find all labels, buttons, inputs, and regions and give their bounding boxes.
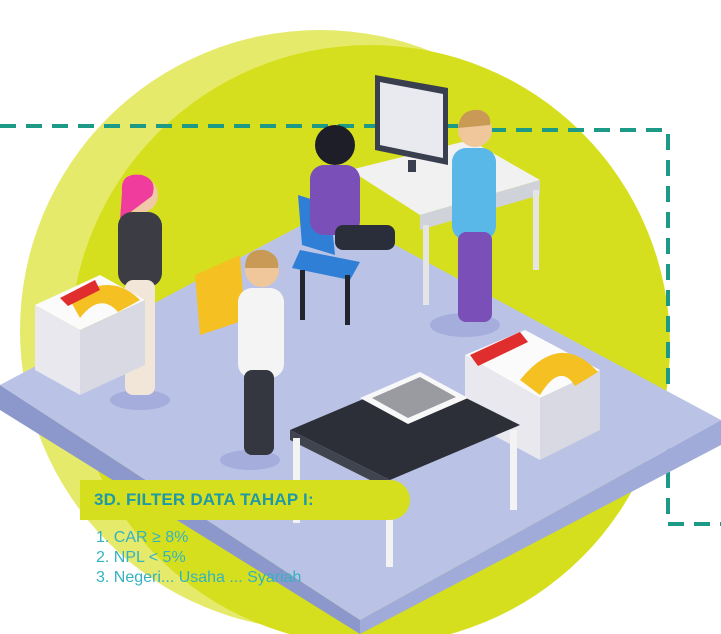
person-right-hair [458,109,491,128]
monitor-stand [408,160,416,172]
paper-stack-left-fold-red [60,280,100,306]
desk-leg [533,190,539,270]
person-left-hair [120,174,154,220]
criteria-item: 2. NPL < 5% [96,549,186,566]
person-center-legs [244,370,274,455]
table-papers-text [372,377,456,418]
paper-stack-right-front [465,355,540,460]
front-table-side [290,430,390,490]
paper-stack-left-front [35,305,80,395]
front-table-top [290,375,520,480]
criteria-item: 1. CAR ≥ 8% [96,529,189,546]
person-right-body [452,148,496,240]
shadow [110,390,170,410]
held-document [195,255,245,335]
paper-stack-left-side [80,300,145,395]
paper-stack-right-side [540,370,600,460]
person-left-body [118,212,162,287]
chair-seat [292,250,360,280]
filter-title: 3D. FILTER DATA TAHAP I: [94,490,314,509]
table-leg [386,487,393,567]
person-center-body [238,288,284,378]
desk-leg [423,225,429,305]
table-leg [510,430,517,510]
paper-stack-right-fold [520,352,598,395]
person-seated-head [315,125,355,165]
platform-side-right [360,420,721,634]
filter-title-banner: 3D. FILTER DATA TAHAP I: [80,480,410,520]
monitor-display [380,82,443,158]
chair-leg [345,275,350,325]
criteria-list: 1. CAR ≥ 8% 2. NPL < 5% 3. Negeri... Usa… [96,528,301,588]
criteria-item: 3. Negeri... Usaha ... Syariah [96,569,302,586]
person-seated-body [310,165,360,235]
person-center-hair [245,249,279,268]
person-seated-legs [335,225,395,250]
person-right-legs [458,232,492,322]
chair-leg [300,270,305,320]
paper-stack-right-fold-red [470,332,528,366]
